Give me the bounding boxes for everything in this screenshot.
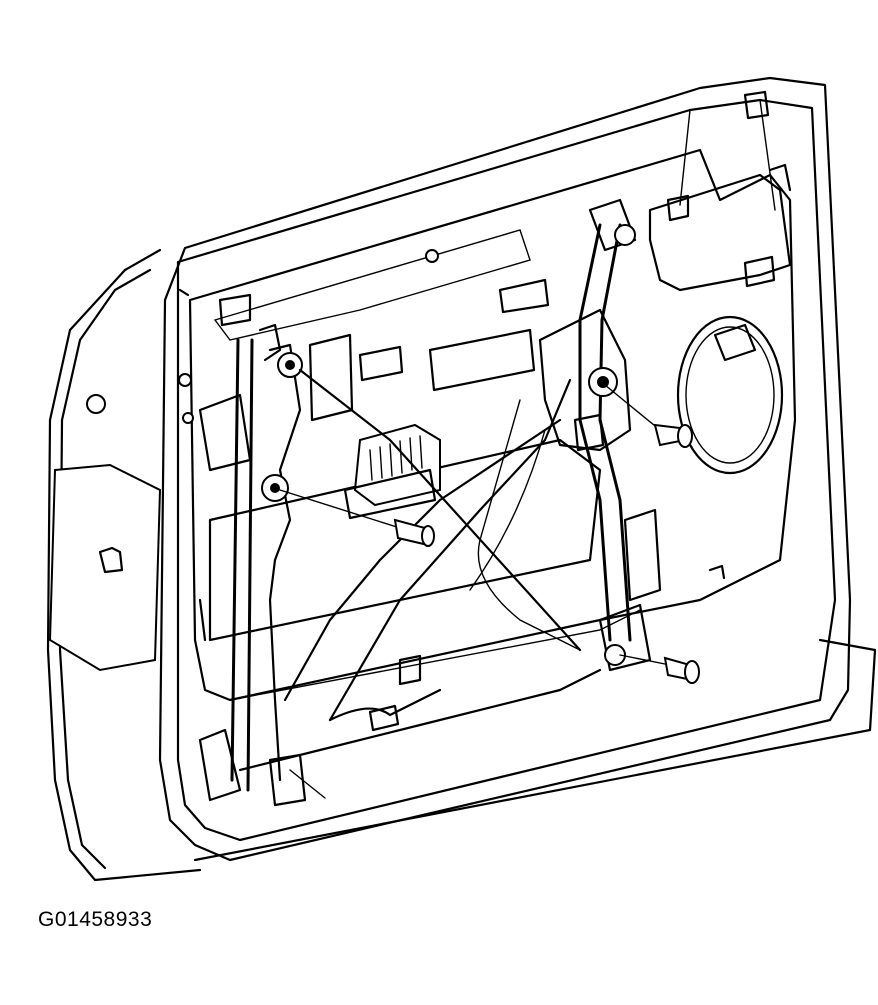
figure-code: G01458933: [38, 908, 153, 931]
door-regulator-illustration: [46, 76, 877, 882]
upper-right-module: [648, 90, 792, 292]
regulator-cables: [238, 368, 602, 772]
inner-panel: [178, 148, 797, 702]
panel-clips: [178, 288, 726, 580]
body-pillar: [46, 248, 877, 882]
front-regulator-rail: [198, 323, 307, 807]
door-outer-frame: [158, 76, 852, 862]
speaker-opening: [676, 315, 784, 475]
fastener-bolts: [279, 384, 700, 799]
rear-regulator-rail: [538, 198, 662, 672]
regulator-motor: [343, 423, 441, 520]
